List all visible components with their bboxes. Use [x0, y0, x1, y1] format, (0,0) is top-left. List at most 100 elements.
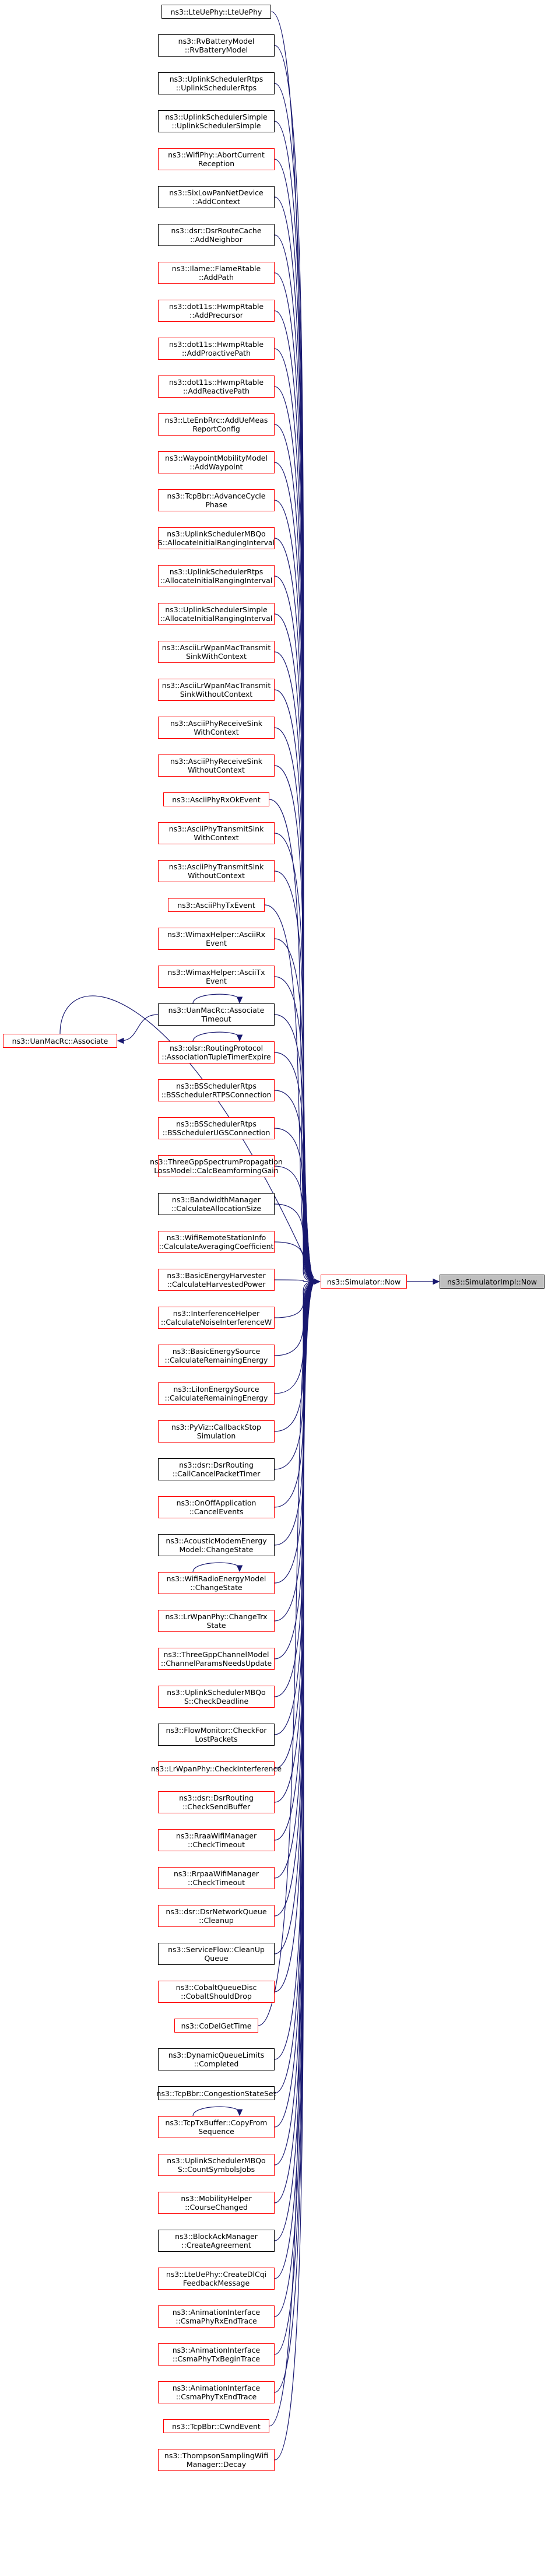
edge-thompsonsamplingwifi-manager-decay-to-simulator-now	[274, 1281, 316, 2461]
edge-wifiremotestationinfo-calculateaveragingcoefficient-to-simulator-now	[274, 1241, 316, 1282]
node-wimaxhelper-asciirx-event[interactable]: ns3::WimaxHelper::AsciiRx Event	[158, 928, 275, 950]
edge-asciiphyrxokevent-to-simulator-now	[269, 799, 316, 1282]
node-onoffapplication-cancelevents[interactable]: ns3::OnOffApplication ::CancelEvents	[158, 1496, 275, 1518]
node-lrwpanphy-checkinterference[interactable]: ns3::LrWpanPhy::CheckInterference	[151, 1761, 282, 1775]
node-tcpbbr-advancecycle-phase[interactable]: ns3::TcpBbr::AdvanceCycle Phase	[158, 489, 275, 511]
node-interferencehelper-calculatenoiseinterferencew[interactable]: ns3::InterferenceHelper ::CalculateNoise…	[158, 1307, 275, 1329]
node-asciiphyrxokevent[interactable]: ns3::AsciiPhyRxOkEvent	[163, 792, 269, 806]
self-loop-tcptxbuffer-copyfrom-sequence	[192, 2106, 240, 2117]
edge-threegppspectrumpropagation-lossmodel-calcbeamforminggain-to-simulator-now	[274, 1166, 316, 1282]
edge-dsr-dsrrouting-callcancelpackettimer-to-simulator-now	[274, 1281, 316, 1470]
self-loop-arrowhead-uanmacrc-associate-timeout	[236, 996, 243, 1004]
edge-onoffapplication-cancelevents-to-simulator-now	[274, 1281, 316, 1508]
node-asciiphyreceivesink-withoutcontext[interactable]: ns3::AsciiPhyReceiveSink WithoutContext	[158, 754, 275, 777]
node-dsr-dsrrouting-checksendbuffer[interactable]: ns3::dsr::DsrRouting ::CheckSendBuffer	[158, 1791, 275, 1813]
edge-bandwidthmanager-calculateallocationsize-to-simulator-now	[274, 1203, 316, 1282]
self-loop-uanmacrc-associate-timeout	[192, 994, 240, 1004]
node-asciilrwpanmactransmit-sinkwithoutcontext[interactable]: ns3::AsciiLrWpanMacTransmit SinkWithoutC…	[158, 679, 275, 701]
node-liionenergysource-calculateremainingenergy[interactable]: ns3::LiIonEnergySource ::CalculateRemain…	[158, 1382, 275, 1405]
edge-asciilrwpanmactransmit-sinkwithcontext-to-simulator-now	[274, 651, 316, 1282]
edge-acousticmodemenergy-model-changestate-to-simulator-now	[274, 1281, 316, 1546]
node-simulator-now[interactable]: ns3::Simulator::Now	[321, 1275, 407, 1289]
node-ilame-flamertable-addpath[interactable]: ns3::Ilame::FlameRtable ::AddPath	[158, 262, 275, 284]
edge-wimaxhelper-asciirx-event-to-simulator-now	[274, 938, 316, 1282]
node-sixlowpannetdevice-addcontext[interactable]: ns3::SixLowPanNetDevice ::AddContext	[158, 186, 275, 208]
self-loop-arrowhead-tcptxbuffer-copyfrom-sequence	[236, 2109, 243, 2117]
node-threegppchannelmodel-channelparamsneedsupdate[interactable]: ns3::ThreeGppChannelModel ::ChannelParam…	[158, 1648, 275, 1670]
node-asciiphyreceivesink-withcontext[interactable]: ns3::AsciiPhyReceiveSink WithContext	[158, 717, 275, 739]
edge-lteuephy-createdlcqi-feedbackmessage-to-simulator-now	[274, 1281, 316, 2279]
node-asciiphytransmitsink-withcontext[interactable]: ns3::AsciiPhyTransmitSink WithContext	[158, 822, 275, 844]
node-dsr-dsrrouting-callcancelpackettimer[interactable]: ns3::dsr::DsrRouting ::CallCancelPacketT…	[158, 1458, 275, 1480]
node-basicenergyharvester-calculateharvestedpower[interactable]: ns3::BasicEnergyHarvester ::CalculateHar…	[158, 1269, 275, 1291]
node-olsr-routingprotocol-associationtupletimerexpire[interactable]: ns3::olsr::RoutingProtocol ::Association…	[158, 1041, 275, 1064]
node-dot11s-hwmprtable-addprecursor[interactable]: ns3::dot11s::HwmpRtable ::AddPrecursor	[158, 300, 275, 322]
node-dynamicqueuelimits-completed[interactable]: ns3::DynamicQueueLimits ::Completed	[158, 2048, 275, 2070]
node-uplinkschedulermbqo-s-checkdeadline[interactable]: ns3::UplinkSchedulerMBQo S::CheckDeadlin…	[158, 1686, 275, 1708]
node-uanmacrc-associate-timeout[interactable]: ns3::UanMacRc::Associate Timeout	[158, 1003, 275, 1026]
arrowhead-simulatorimpl	[433, 1278, 440, 1285]
node-basicenergysource-calculateremainingenergy[interactable]: ns3::BasicEnergySource ::CalculateRemain…	[158, 1345, 275, 1367]
node-animationinterface-csmaphytxbegintrace[interactable]: ns3::AnimationInterface ::CsmaPhyTxBegin…	[158, 2343, 275, 2366]
edge-bsschedulerrtps-bsschedulerugsconnection-to-simulator-now	[274, 1128, 316, 1282]
node-blockackmanager-createagreement[interactable]: ns3::BlockAckManager ::CreateAgreement	[158, 2230, 275, 2252]
arrowhead-uanmacrc-associate	[117, 1037, 124, 1044]
node-wifiremotestationinfo-calculateaveragingcoefficient[interactable]: ns3::WifiRemoteStationInfo ::CalculateAv…	[158, 1231, 275, 1253]
edge-rvbatterymodel-rvbatterymodel-to-simulator-now	[274, 45, 316, 1282]
node-lteuephy-lteuephy[interactable]: ns3::LteUePhy::LteUePhy	[161, 5, 272, 19]
node-waypointmobilitymodel-addwaypoint[interactable]: ns3::WaypointMobilityModel ::AddWaypoint	[158, 451, 275, 473]
node-bandwidthmanager-calculateallocationsize[interactable]: ns3::BandwidthManager ::CalculateAllocat…	[158, 1193, 275, 1215]
node-dsr-dsrnetworkqueue-cleanup[interactable]: ns3::dsr::DsrNetworkQueue ::Cleanup	[158, 1905, 275, 1927]
node-lteuephy-createdlcqi-feedbackmessage[interactable]: ns3::LteUePhy::CreateDlCqi FeedbackMessa…	[158, 2268, 275, 2290]
node-thompsonsamplingwifi-manager-decay[interactable]: ns3::ThompsonSamplingWifi Manager::Decay	[158, 2449, 275, 2471]
node-wifiradioenergymodel-changestate[interactable]: ns3::WifiRadioEnergyModel ::ChangeState	[158, 1572, 275, 1594]
node-tcpbbr-congestionstateset[interactable]: ns3::TcpBbr::CongestionStateSet	[157, 2086, 276, 2100]
node-acousticmodemenergy-model-changestate[interactable]: ns3::AcousticModemEnergy Model::ChangeSt…	[158, 1534, 275, 1556]
node-asciilrwpanmactransmit-sinkwithcontext[interactable]: ns3::AsciiLrWpanMacTransmit SinkWithCont…	[158, 641, 275, 663]
node-bsschedulerrtps-bsschedulerrtpsconnection[interactable]: ns3::BSSchedulerRtps ::BSSchedulerRTPSCo…	[158, 1079, 275, 1101]
node-dot11s-hwmprtable-addreactivepath[interactable]: ns3::dot11s::HwmpRtable ::AddReactivePat…	[158, 375, 275, 398]
node-uanmacrc-associate[interactable]: ns3::UanMacRc::Associate	[3, 1034, 117, 1048]
node-uplinkschedulersimple-uplinkschedulersimple[interactable]: ns3::UplinkSchedulerSimple ::UplinkSched…	[158, 110, 275, 132]
node-uplinkschedulermbqo-s-allocateinitialranginginterval[interactable]: ns3::UplinkSchedulerMBQo S::AllocateInit…	[158, 527, 275, 549]
node-animationinterface-csmaphytxendtrace[interactable]: ns3::AnimationInterface ::CsmaPhyTxEndTr…	[158, 2381, 275, 2403]
edge-animationinterface-csmaphyrxendtrace-to-simulator-now	[274, 1281, 316, 2317]
node-wimaxhelper-asciitx-event[interactable]: ns3::WimaxHelper::AsciiTx Event	[158, 966, 275, 988]
node-asciiphytransmitsink-withoutcontext[interactable]: ns3::AsciiPhyTransmitSink WithoutContext	[158, 860, 275, 882]
node-uplinkschedulerrtps-allocateinitialranginginterval[interactable]: ns3::UplinkSchedulerRtps ::AllocateIniti…	[158, 565, 275, 587]
edge-serviceflow-cleanup-queue-to-simulator-now	[274, 1281, 316, 1954]
edge-uplinkschedulerrtps-allocateinitialranginginterval-to-simulator-now	[274, 575, 316, 1282]
node-flowmonitor-checkfor-lostpackets[interactable]: ns3::FlowMonitor::CheckFor LostPackets	[158, 1724, 275, 1746]
edge-blockackmanager-createagreement-to-simulator-now	[274, 1281, 316, 2241]
node-wifiphy-abortcurrent-reception[interactable]: ns3::WifiPhy::AbortCurrent Reception	[158, 148, 275, 170]
node-threegppspectrumpropagation-lossmodel-calcbeamforminggain[interactable]: ns3::ThreeGppSpectrumPropagation LossMod…	[150, 1155, 283, 1177]
node-rvbatterymodel-rvbatterymodel[interactable]: ns3::RvBatteryModel ::RvBatteryModel	[158, 34, 275, 57]
edge-asciiphytransmitsink-withoutcontext-to-simulator-now	[274, 871, 316, 1282]
node-dot11s-hwmprtable-addproactivepath[interactable]: ns3::dot11s::HwmpRtable ::AddProactivePa…	[158, 338, 275, 360]
node-dsr-dsrroutecache-addneighbor[interactable]: ns3::dsr::DsrRouteCache ::AddNeighbor	[158, 224, 275, 246]
node-asciiphytxevent[interactable]: ns3::AsciiPhyTxEvent	[168, 898, 265, 912]
node-tcpbbr-cwndevent[interactable]: ns3::TcpBbr::CwndEvent	[163, 2419, 269, 2433]
self-loop-arrowhead-olsr-routingprotocol-associationtupletimerexpire	[236, 1034, 243, 1042]
node-rraawifimanager-checktimeout[interactable]: ns3::RraaWifiManager ::CheckTimeout	[158, 1829, 275, 1851]
node-pyviz-callbackstop-simulation[interactable]: ns3::PyViz::CallbackStop Simulation	[158, 1420, 275, 1443]
node-simulatorimpl-now[interactable]: ns3::SimulatorImpl::Now	[440, 1275, 545, 1289]
node-rrpaawifimanager-checktimeout[interactable]: ns3::RrpaaWifiManager ::CheckTimeout	[158, 1867, 275, 1889]
edge-mobilityhelper-coursechanged-to-simulator-now	[274, 1281, 316, 2203]
node-lrwpanphy-changetrx-state[interactable]: ns3::LrWpanPhy::ChangeTrx State	[158, 1610, 275, 1632]
node-uplinkschedulermbqo-s-countsymbolsjobs[interactable]: ns3::UplinkSchedulerMBQo S::CountSymbols…	[158, 2154, 275, 2176]
node-mobilityhelper-coursechanged[interactable]: ns3::MobilityHelper ::CourseChanged	[158, 2192, 275, 2214]
node-uplinkschedulersimple-allocateinitialranginginterval[interactable]: ns3::UplinkSchedulerSimple ::AllocateIni…	[158, 603, 275, 625]
node-animationinterface-csmaphyrxendtrace[interactable]: ns3::AnimationInterface ::CsmaPhyRxEndTr…	[158, 2305, 275, 2328]
self-loop-olsr-routingprotocol-associationtupletimerexpire	[192, 1031, 240, 1042]
edge-tcpbbr-congestionstateset-to-simulator-now	[274, 1281, 316, 2094]
node-codelgettime[interactable]: ns3::CoDelGetTime	[174, 2019, 258, 2033]
node-lteenbrrc-adduemeas-reportconfig[interactable]: ns3::LteEnbRrc::AddUeMeas ReportConfig	[158, 413, 275, 436]
node-cobaltqueuedisc-cobaltshoulddrop[interactable]: ns3::CobaltQueueDisc ::CobaltShouldDrop	[158, 1981, 275, 2003]
node-tcptxbuffer-copyfrom-sequence[interactable]: ns3::TcpTxBuffer::CopyFrom Sequence	[158, 2116, 275, 2138]
node-uplinkschedulerrtps-uplinkschedulerrtps[interactable]: ns3::UplinkSchedulerRtps ::UplinkSchedul…	[158, 72, 275, 94]
edge-uplinkschedulermbqo-s-checkdeadline-to-simulator-now	[274, 1281, 316, 1697]
node-serviceflow-cleanup-queue[interactable]: ns3::ServiceFlow::CleanUp Queue	[158, 1943, 275, 1965]
node-bsschedulerrtps-bsschedulerugsconnection[interactable]: ns3::BSSchedulerRtps ::BSSchedulerUGSCon…	[158, 1117, 275, 1139]
